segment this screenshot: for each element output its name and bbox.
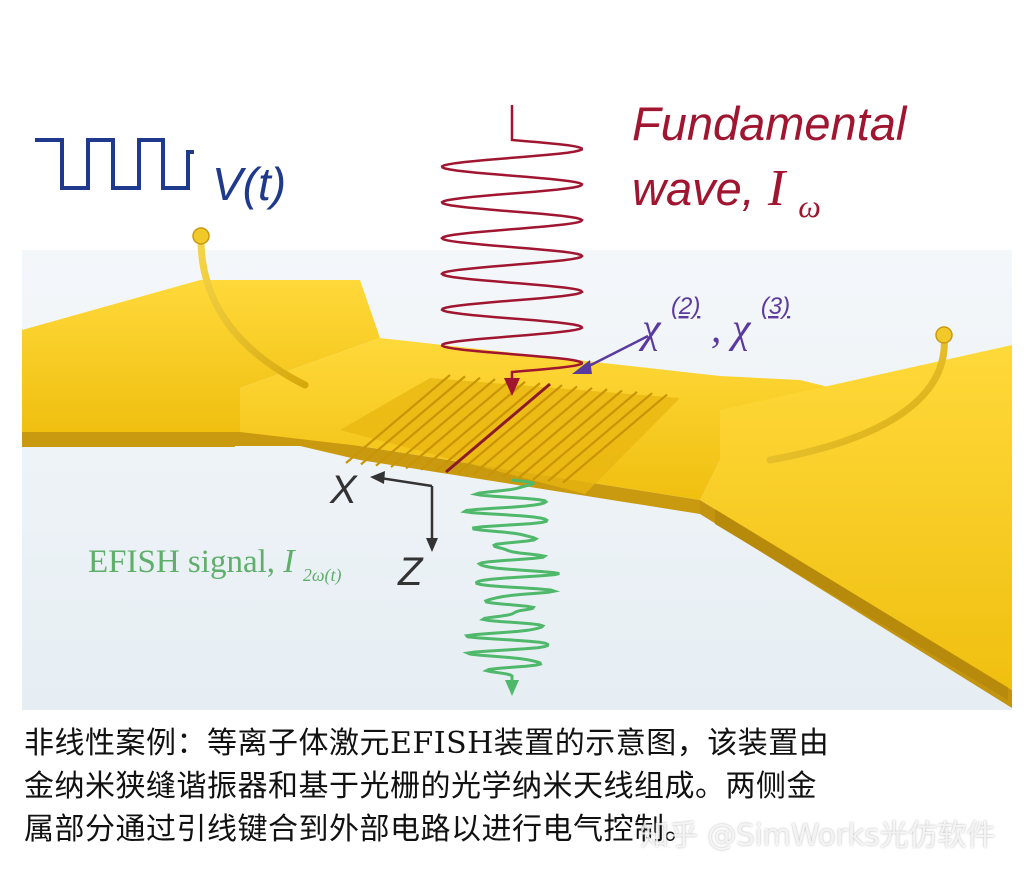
fundamental-wave-text: wave, (632, 162, 768, 215)
grating-line-6 (420, 380, 526, 471)
grating-line-2 (360, 375, 466, 466)
voltage-label: V(t) (212, 158, 286, 210)
chi3-symbol: χ (728, 306, 752, 352)
fundamental-arrowhead (504, 378, 520, 396)
fundamental-wave (440, 105, 584, 380)
grating-line-15 (562, 393, 668, 484)
grating-line-8 (457, 384, 563, 474)
efish-subscript: 2ω(t) (303, 565, 342, 586)
grating-line-5 (405, 379, 511, 470)
grating-region (340, 378, 680, 494)
axis-x-label: X (329, 468, 358, 512)
chi2-symbol: χ (638, 306, 662, 352)
axis-x-arrowhead (370, 471, 385, 484)
efish-text: EFISH signal, (88, 544, 283, 580)
grating-line-3 (375, 376, 481, 467)
efish-symbol: I (282, 543, 296, 580)
square-wave (35, 138, 194, 190)
chi2-superscript: (2) (671, 293, 700, 320)
bond-ball-left (192, 227, 210, 245)
grating-line-10 (487, 386, 593, 477)
grating-line-13 (532, 390, 638, 481)
grating-line-7 (435, 382, 541, 472)
figure-caption: 非线性案例：等离子体激元EFISH装置的示意图，该装置由 金纳米狭缝谐振器和基于… (24, 722, 1014, 851)
fundamental-subscript: ω (798, 188, 821, 224)
chi-label: χ (2) , χ (3) (638, 278, 790, 352)
bond-wire-right (766, 331, 948, 464)
bond-wire-left (197, 232, 309, 389)
axis-x-line (379, 476, 433, 488)
efish-label: EFISH signal, I 2ω(t) (88, 543, 342, 586)
chi-separator: , (711, 306, 732, 352)
fundamental-label-line2: wave, I ω (632, 160, 821, 224)
caption-line-1: 非线性案例：等离子体激元EFISH装置的示意图，该装置由 (24, 726, 830, 761)
caption-line-3: 属部分通过引线键合到外部电路以进行电气控制。 (24, 812, 695, 847)
chi3-superscript: (3) (761, 293, 790, 320)
axis-z-label: Z (397, 550, 424, 594)
chi-pointer-line (584, 334, 649, 370)
grating-line-14 (547, 392, 653, 483)
gold-pad-left (22, 280, 380, 432)
chi-pointer-head (572, 360, 592, 374)
bond-ball-right (935, 326, 953, 344)
gold-pad-right (700, 345, 1012, 690)
watermark: 知乎 @SimWorks光仿软件 (640, 818, 996, 852)
gold-side-left (22, 432, 235, 447)
grating-line-11 (502, 388, 608, 478)
nanoslit (445, 382, 551, 474)
caption-line-2: 金纳米狭缝谐振器和基于光栅的光学纳米天线组成。两侧金 (24, 769, 817, 804)
grating-line-9 (472, 385, 578, 476)
efish-wave (460, 478, 561, 682)
grating-line-1 (345, 374, 451, 464)
efish-arrowhead (505, 680, 519, 696)
fundamental-label-line1: Fundamental (632, 97, 908, 150)
fundamental-symbol: I (767, 160, 788, 217)
grating-line-12 (517, 389, 623, 480)
gold-side-right-front (715, 508, 1008, 700)
axis-z-arrowhead (426, 538, 438, 552)
grating-lines (345, 374, 668, 484)
grating-line-4 (390, 378, 496, 468)
